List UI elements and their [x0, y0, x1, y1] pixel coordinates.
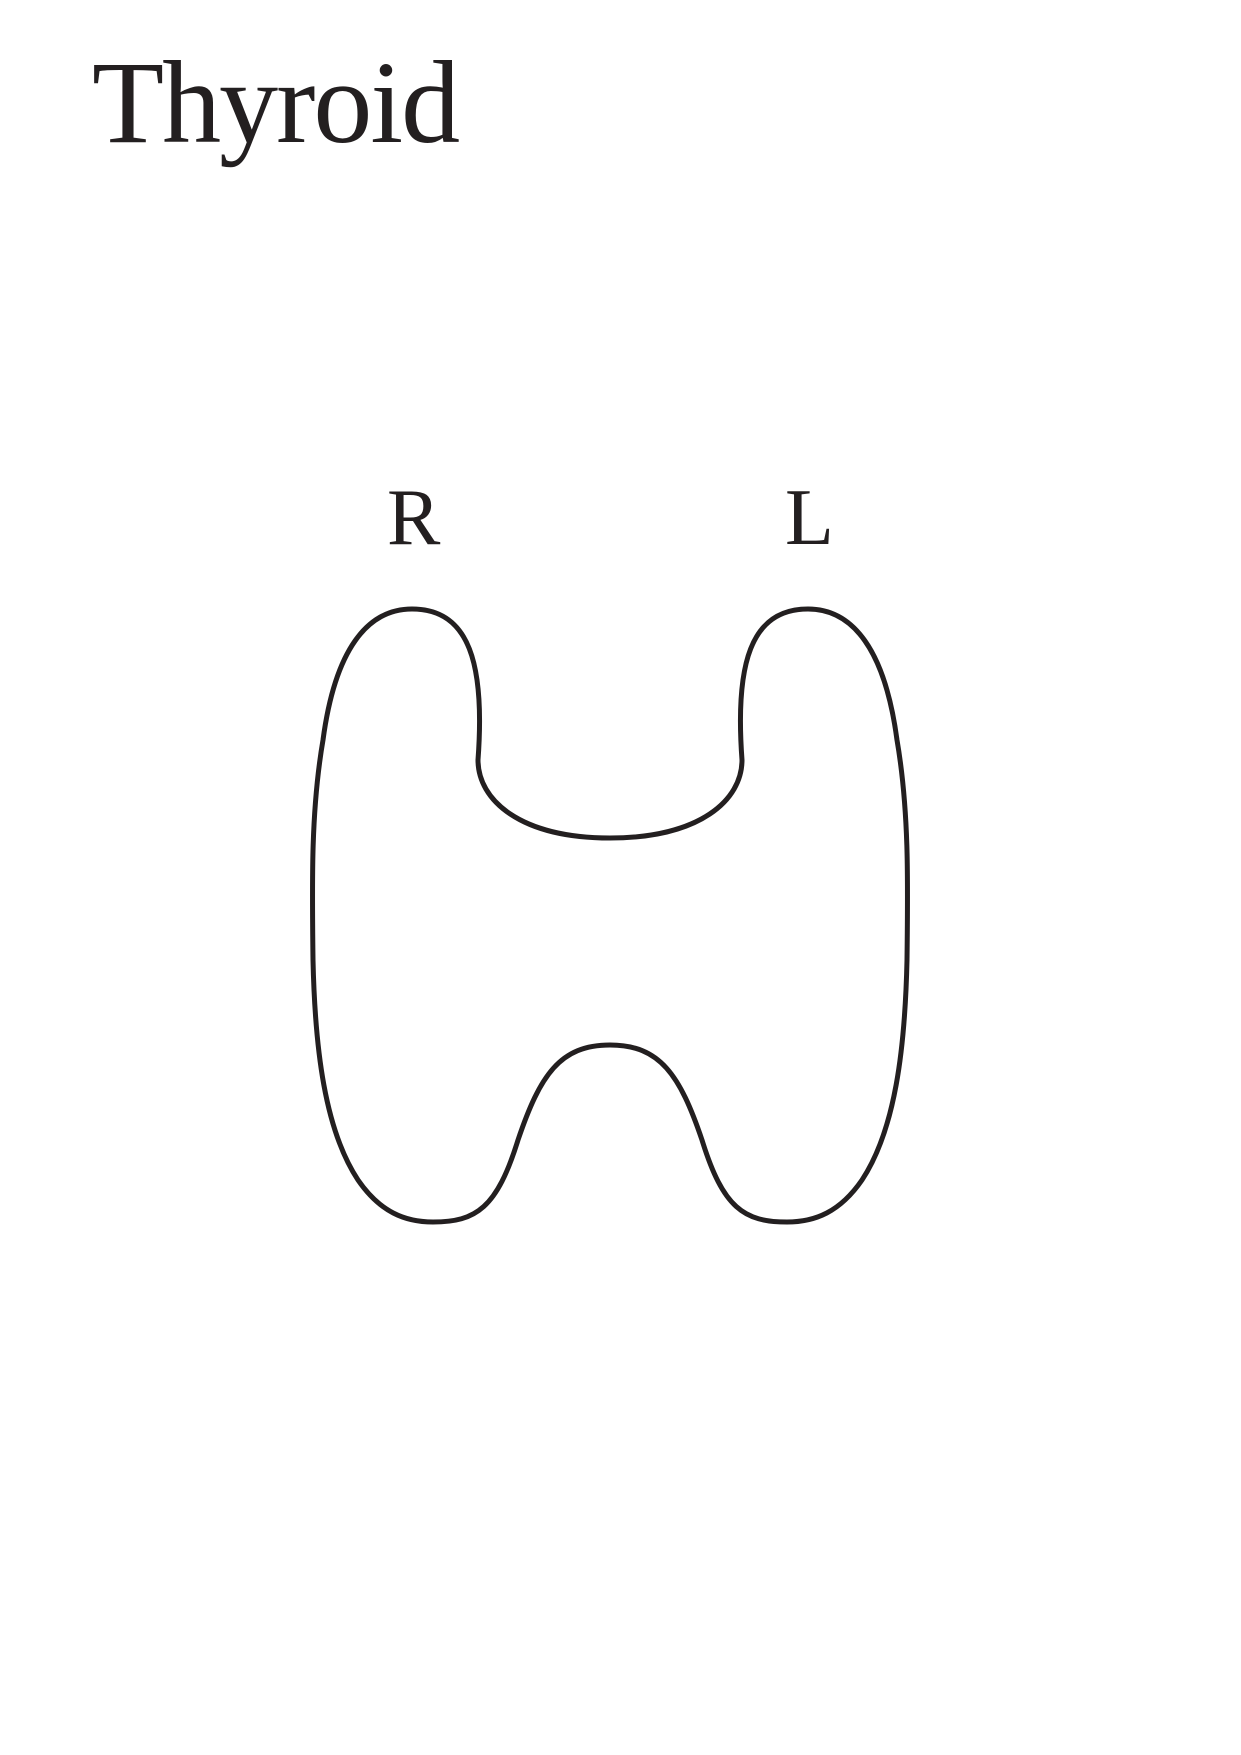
right-lobe-label: R	[387, 474, 441, 562]
left-lobe-label: L	[785, 474, 834, 562]
page-title: Thyroid	[92, 37, 460, 168]
thyroid-outline	[309, 606, 911, 1225]
